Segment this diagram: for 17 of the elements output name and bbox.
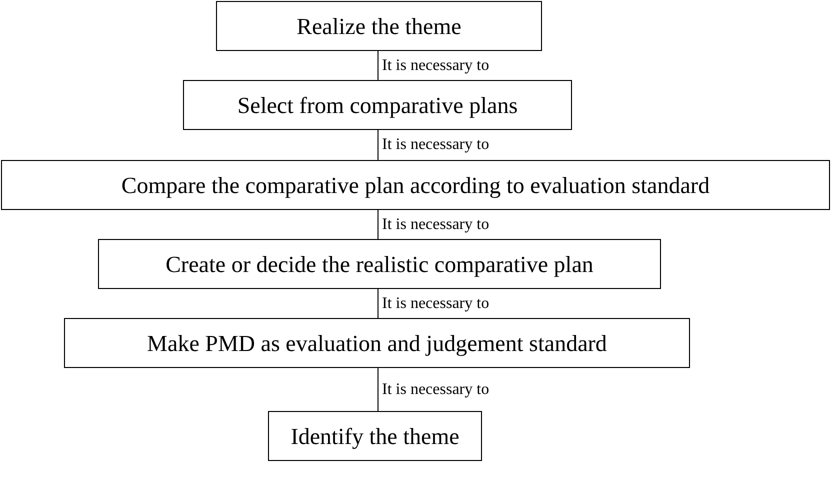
edge-label: It is necessary to: [382, 382, 490, 398]
box-text: Realize the theme: [296, 14, 462, 38]
process-box: [1, 160, 830, 210]
process-box: [216, 1, 542, 51]
process-box: [98, 239, 661, 289]
box-text: Create or decide the realistic comparative plan: [166, 252, 594, 276]
edge-label: It is necessary to: [382, 137, 490, 153]
box-text: Compare the comparative plan according to evaluation standard: [121, 174, 710, 196]
process-box: [268, 411, 482, 461]
process-box: [183, 80, 572, 130]
edge-label: It is necessary to: [382, 216, 490, 232]
edge-label: It is necessary to: [382, 296, 490, 312]
box-text: Select from comparative plans: [237, 94, 518, 116]
edge-label: It is necessary to: [382, 58, 490, 74]
box-text: Identify the theme: [290, 424, 460, 448]
process-box: [64, 318, 690, 368]
box-text: Make PMD as evaluation and judgement standard: [147, 332, 607, 354]
